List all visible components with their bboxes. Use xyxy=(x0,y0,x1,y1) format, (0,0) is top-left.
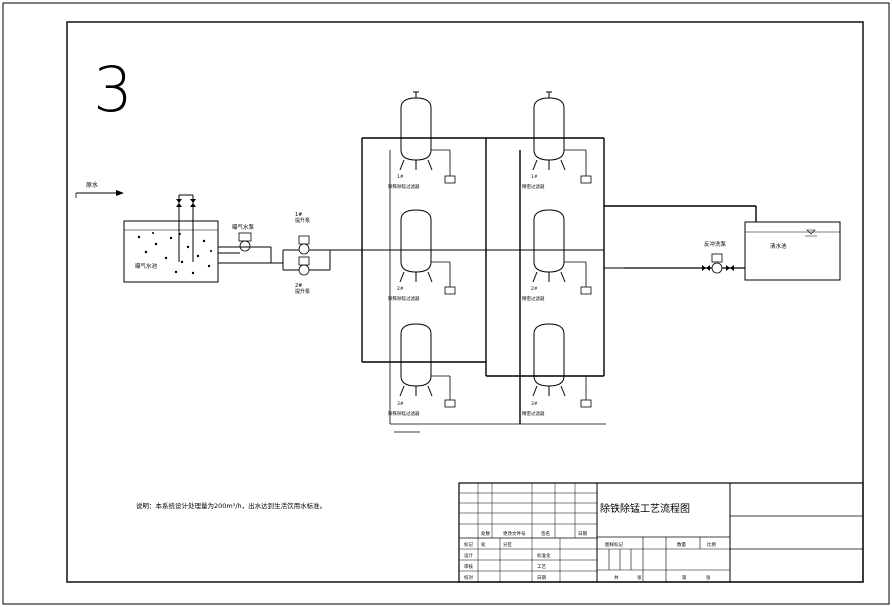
tb-zone: 分区 xyxy=(503,541,512,548)
tb-quantity: 数量 xyxy=(677,541,686,548)
lift-pump-2: 2#提升泵 xyxy=(295,256,310,295)
tb-scale: 比例 xyxy=(707,541,716,548)
filter-right-2: 2# 精密过滤器 xyxy=(522,209,592,302)
inlet-valve-1 xyxy=(176,199,182,207)
tb-sheet-unit: 张 xyxy=(706,574,711,581)
filter-bank-right-frame xyxy=(486,137,757,424)
tb-col-count: 处数 xyxy=(481,530,490,537)
lift-pumps: 1#提升泵 2#提升泵 xyxy=(271,212,331,295)
lift-pump-1: 1#提升泵 xyxy=(295,212,310,255)
filter-left-2: 2# 除铁除锰过滤器 xyxy=(388,209,456,302)
tb-standard: 标准化 xyxy=(537,552,551,559)
filter-right-2-no: 2# xyxy=(531,286,538,292)
tb-sheet-no: 第 xyxy=(682,574,687,581)
filter-left-3-no: 3# xyxy=(397,401,404,407)
tb-total: 共 xyxy=(614,574,619,581)
filter-left-1: 1# 除铁除锰过滤器 xyxy=(388,91,456,190)
filter-left-1-no: 1# xyxy=(397,174,404,180)
clear-water-tank: 清水池 xyxy=(744,221,841,281)
tb-date2: 日期 xyxy=(537,575,546,581)
tb-design: 设计 xyxy=(464,552,473,559)
tb-drawing-mark: 图样标记 xyxy=(605,541,623,548)
aeration-tank-label: 曝气水池 xyxy=(135,262,158,270)
lift-pump-1-label: 1#提升泵 xyxy=(295,212,310,224)
tb-place: 处 xyxy=(481,541,486,548)
drawing-title: 除铁除锰工艺流程图 xyxy=(600,502,690,515)
filter-right-3: 3# 精密过滤器 xyxy=(522,323,592,417)
sheet-number: 3 xyxy=(93,53,132,126)
filter-left-2-no: 2# xyxy=(397,286,404,292)
aeration-bubbles xyxy=(137,232,212,275)
aeration-pump: 曝气水泵 xyxy=(218,223,272,264)
filter-bank-left-frame xyxy=(361,137,606,433)
filter-right-1: 1# 精密过滤器 xyxy=(522,91,592,190)
filter-right-3-name: 精密过滤器 xyxy=(522,410,545,417)
tb-mark: 标记 xyxy=(464,541,473,548)
tb-review: 审核 xyxy=(464,563,473,570)
raw-water-inlet: 原水 xyxy=(75,181,124,198)
inlet-label: 原水 xyxy=(86,181,98,189)
clear-water-line: 反冲洗泵 xyxy=(604,240,745,274)
aeration-tank: 曝气水池 xyxy=(123,194,219,283)
inlet-valve-2 xyxy=(190,199,196,207)
backwash-pump: 反冲洗泵 xyxy=(702,240,734,274)
filter-left-2-name: 除铁除锰过滤器 xyxy=(388,295,420,302)
clear-water-tank-label: 清水池 xyxy=(770,242,787,250)
tb-check: 校对 xyxy=(464,574,473,581)
tb-process: 工艺 xyxy=(537,564,546,570)
tb-col-change-doc: 更改文件号 xyxy=(503,530,526,537)
drawing-frame xyxy=(66,21,864,583)
design-note: 说明：本系统设计处理量为200m³/h，出水达到生活饮用水标准。 xyxy=(136,501,326,510)
lift-pump-2-label: 2#提升泵 xyxy=(295,283,310,295)
filter-left-1-name: 除铁除锰过滤器 xyxy=(388,183,420,190)
tb-col-sign: 签名 xyxy=(541,530,550,537)
aeration-pump-label: 曝气水泵 xyxy=(232,223,255,231)
backwash-pump-label: 反冲洗泵 xyxy=(704,240,727,248)
tb-col-date: 日期 xyxy=(578,531,587,537)
filter-right-2-name: 精密过滤器 xyxy=(522,295,545,302)
filter-left-3-name: 除铁除锰过滤器 xyxy=(388,410,420,417)
filter-left-3: 3# 除铁除锰过滤器 xyxy=(388,323,456,417)
filter-right-1-no: 1# xyxy=(531,174,538,180)
tb-sheets: 张 xyxy=(637,574,642,581)
filter-right-1-name: 精密过滤器 xyxy=(522,183,545,190)
title-block-text: 除铁除锰工艺流程图 处数 更改文件号 签名 日期 标记 处 分区 设计 标准化 … xyxy=(464,502,716,581)
filter-right-3-no: 3# xyxy=(531,401,538,407)
title-block xyxy=(458,482,864,583)
